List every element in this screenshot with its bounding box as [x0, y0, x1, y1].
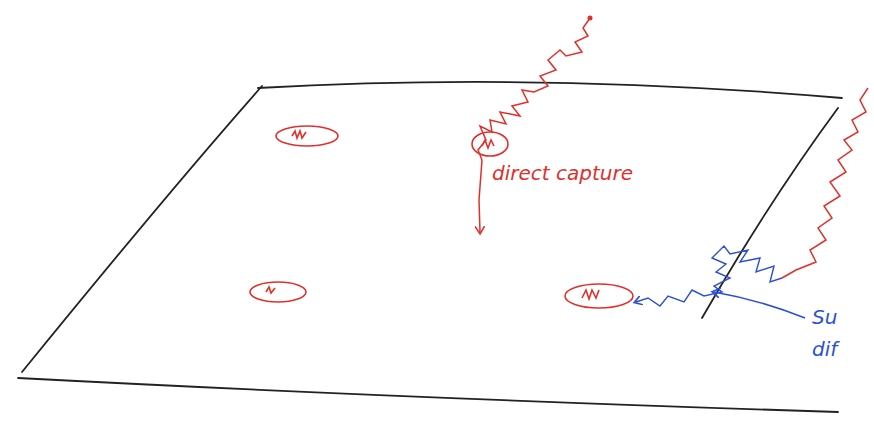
- random-walk-path: [478, 18, 590, 232]
- start-dot: [588, 16, 593, 21]
- surface-diffusion-path: [636, 246, 782, 306]
- leader-line: [714, 292, 805, 318]
- annotation-label: Su: [812, 306, 837, 328]
- annotation-label: direct capture: [492, 162, 633, 184]
- receptor-patch: [250, 126, 633, 308]
- annotation-label: dif: [812, 338, 837, 360]
- random-walk-path: [782, 88, 868, 278]
- membrane-plane: [18, 82, 842, 412]
